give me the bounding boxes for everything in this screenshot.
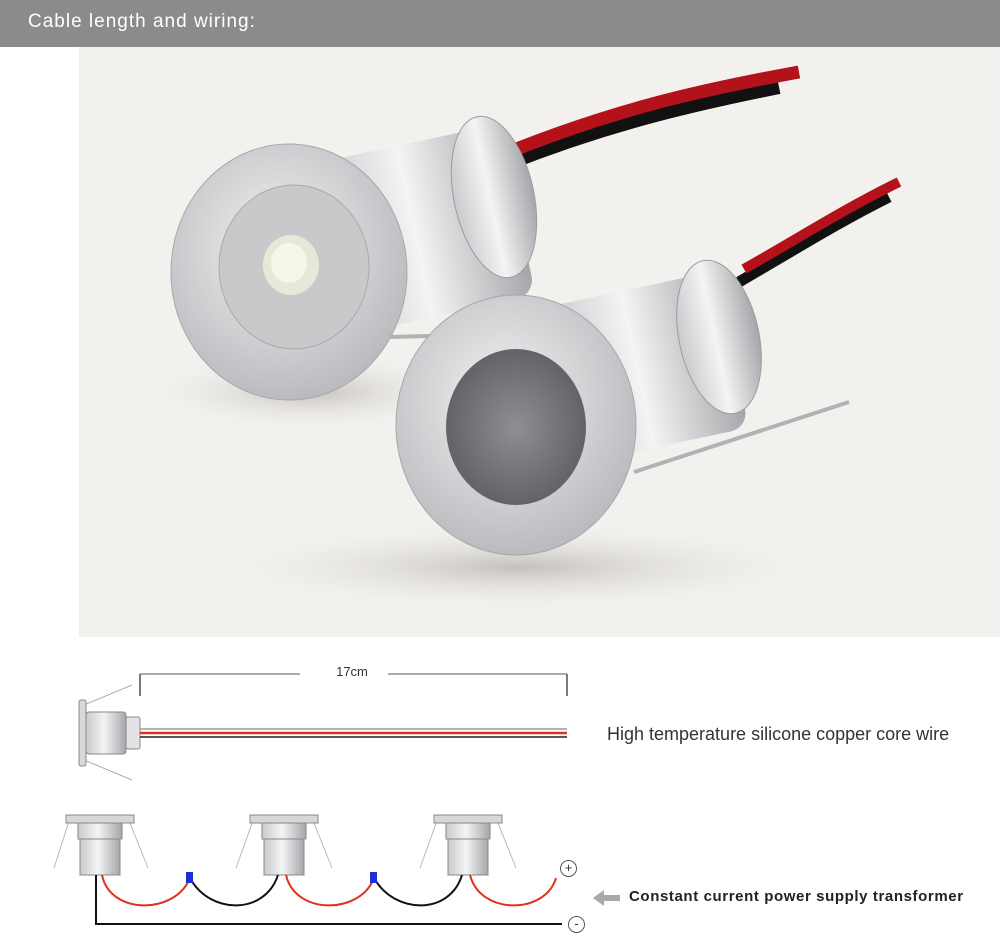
- product-photo: [79, 47, 1000, 637]
- arrow-left-icon: [593, 890, 620, 906]
- fixture-3: [419, 814, 517, 876]
- section-header: Cable length and wiring:: [0, 0, 1000, 47]
- section-title: Cable length and wiring:: [28, 11, 256, 32]
- wire-caption: High temperature silicone copper core wi…: [607, 724, 950, 744]
- fixture-side-view: [78, 684, 567, 781]
- positive-terminal: +: [560, 860, 577, 877]
- fixture-2: [235, 814, 333, 876]
- negative-terminal: -: [568, 916, 585, 933]
- dimension-line: [139, 673, 568, 696]
- fixture-1: [53, 814, 149, 876]
- cable-length-label: 17cm: [336, 664, 368, 679]
- series-wiring: [95, 872, 562, 925]
- power-supply-caption: Constant current power supply transforme…: [629, 888, 964, 905]
